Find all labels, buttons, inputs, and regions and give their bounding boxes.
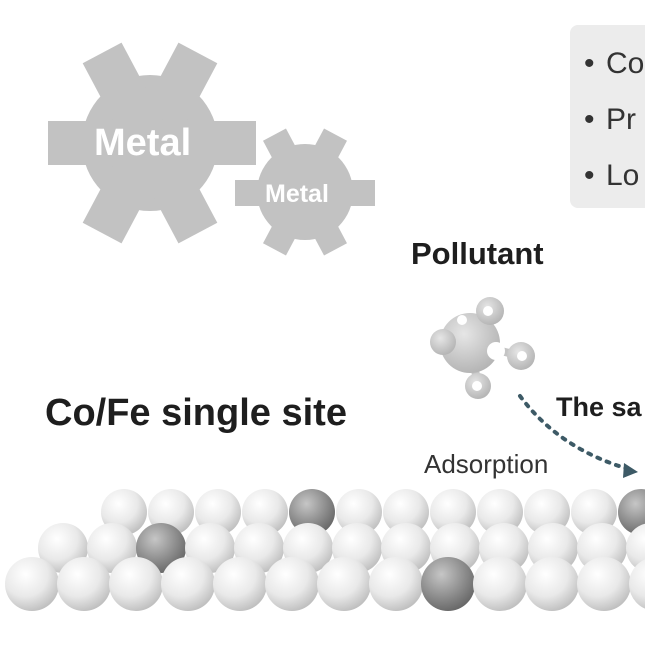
metal-site-sphere [289, 489, 335, 535]
surface-sphere [626, 523, 645, 573]
surface-sphere [629, 559, 645, 609]
surface-sphere [161, 557, 215, 611]
large-metal-gear [48, 42, 256, 244]
small-metal-gear [235, 128, 375, 256]
surface-sphere [369, 557, 423, 611]
large-gear-label: Metal [94, 122, 192, 164]
adsorption-arrow [518, 394, 638, 478]
site-label: Co/Fe single site [45, 392, 347, 434]
bullet-item: Pr [584, 103, 636, 137]
bullet-item: Co [584, 47, 644, 81]
surface-sphere [265, 557, 319, 611]
surface-sphere [577, 557, 631, 611]
surface-sphere [57, 557, 111, 611]
surface-sphere [109, 557, 163, 611]
surface-sphere [213, 557, 267, 611]
surface-sphere [383, 489, 429, 535]
surface-sphere [242, 489, 288, 535]
surface-sphere [336, 489, 382, 535]
surface-sphere [525, 557, 579, 611]
bullet-item: Lo [584, 159, 639, 193]
metal-site-sphere [618, 489, 645, 535]
surface-sphere [430, 489, 476, 535]
bullet-list-panel: Co Pr Lo [570, 25, 645, 208]
metal-site-sphere [421, 557, 475, 611]
surface-sphere [473, 557, 527, 611]
catalyst-surface [5, 489, 645, 611]
partial-label: The sa [556, 392, 642, 422]
adsorption-label: Adsorption [424, 449, 549, 479]
surface-sphere [317, 557, 371, 611]
pollutant-molecule [430, 297, 535, 399]
surface-sphere [524, 489, 570, 535]
small-gear-label: Metal [265, 180, 329, 208]
pollutant-label: Pollutant [411, 236, 544, 271]
surface-sphere [477, 489, 523, 535]
surface-sphere [5, 557, 59, 611]
